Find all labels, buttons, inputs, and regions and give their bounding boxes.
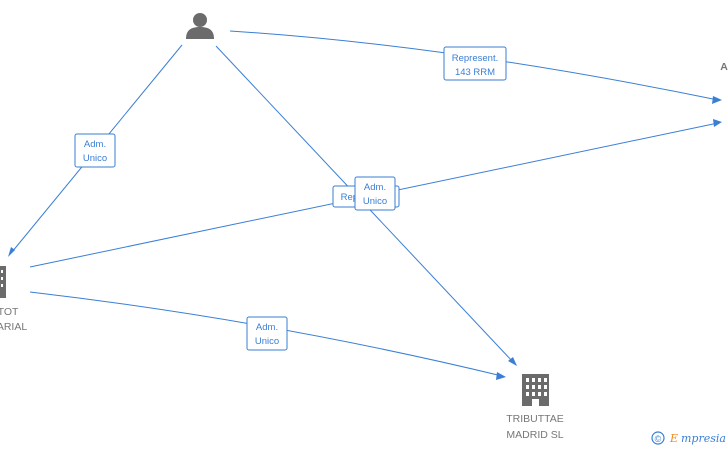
arrowhead-tributtae-top: [508, 357, 517, 366]
node-company-right[interactable]: A: [720, 61, 728, 73]
empresia-watermark: © E mpresia: [651, 431, 726, 445]
arrowhead-company-right-top: [712, 96, 722, 104]
company-left-name-line2: ARIAL: [0, 321, 27, 333]
edge-labels: Adm. Unico Represent. 143 RRM Repr. Adm.…: [74, 46, 507, 351]
svg-text:143 RRM: 143 RRM: [455, 67, 495, 78]
person-icon: [186, 13, 214, 39]
tributtae-name-line2: MADRID SL: [506, 429, 563, 441]
svg-text:Unico: Unico: [255, 336, 279, 347]
svg-text:Adm.: Adm.: [84, 139, 106, 150]
building-icon: [522, 374, 549, 406]
brand-name: mpresia: [681, 432, 726, 445]
company-right-name-line1: A: [720, 61, 728, 73]
arrowhead-tributtae-left: [496, 372, 506, 380]
svg-text:Adm.: Adm.: [256, 322, 278, 333]
svg-text:Unico: Unico: [83, 153, 107, 164]
node-company-tributtae[interactable]: TRIBUTTAE MADRID SL: [506, 374, 564, 441]
edge-label-person-to-right[interactable]: Represent. 143 RRM: [443, 46, 507, 81]
edge-label-person-to-left[interactable]: Adm. Unico: [74, 133, 116, 168]
svg-text:Adm.: Adm.: [364, 182, 386, 193]
arrowhead-company-left: [8, 247, 15, 257]
company-left-name-line1: TOT: [0, 306, 19, 318]
edge-label-left-to-tributtae[interactable]: Adm. Unico: [246, 316, 288, 351]
edge-label-left-to-right[interactable]: Adm. Unico: [354, 176, 396, 211]
tributtae-name-line1: TRIBUTTAE: [506, 413, 564, 425]
arrowhead-company-right-bottom: [713, 119, 722, 127]
brand-initial: E: [669, 432, 678, 445]
node-person[interactable]: [186, 13, 214, 39]
svg-text:Repr.: Repr.: [341, 192, 364, 203]
svg-text:Unico: Unico: [363, 196, 387, 207]
copyright-symbol: ©: [655, 434, 662, 444]
svg-text:Represent.: Represent.: [452, 53, 498, 64]
building-icon: [0, 266, 6, 298]
node-company-left[interactable]: TOT ARIAL: [0, 266, 27, 333]
